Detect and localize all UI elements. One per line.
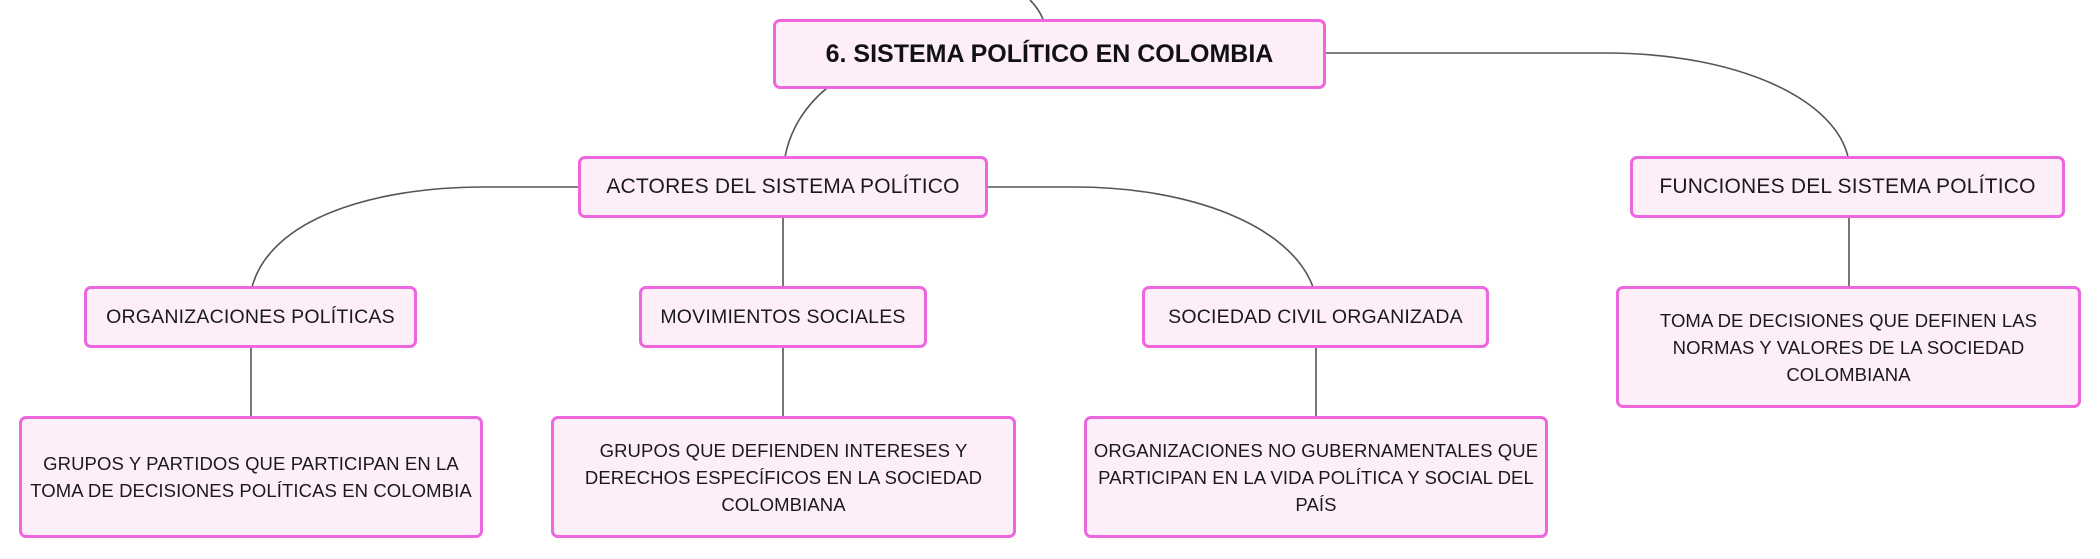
connector-parent-to-root (1029, 0, 1044, 20)
actores-node[interactable]: ACTORES DEL SISTEMA POLÍTICO (578, 156, 988, 218)
movimientos-description-text: GRUPOS QUE DEFIENDEN INTERESES Y DERECHO… (584, 439, 983, 515)
movimientos-node[interactable]: MOVIMIENTOS SOCIALES (639, 286, 927, 348)
root-node-label: 6. SISTEMA POLÍTICO EN COLOMBIA (825, 39, 1274, 68)
movimientos-description-node[interactable]: GRUPOS QUE DEFIENDEN INTERESES Y DERECHO… (551, 416, 1016, 538)
funciones-description-node[interactable]: TOMA DE DECISIONES QUE DEFINEN LAS NORMA… (1616, 286, 2081, 408)
connector-root-to-actores (784, 87, 828, 158)
sociedad-civil-node[interactable]: SOCIEDAD CIVIL ORGANIZADA (1142, 286, 1489, 348)
funciones-node-label: FUNCIONES DEL SISTEMA POLÍTICO (1659, 175, 2036, 198)
sociedad-civil-description-node[interactable]: ORGANIZACIONES NO GUBERNAMENTALES QUE PA… (1084, 416, 1548, 538)
funciones-node[interactable]: FUNCIONES DEL SISTEMA POLÍTICO (1630, 156, 2065, 218)
organizaciones-description-text: GRUPOS Y PARTIDOS QUE PARTICIPAN EN LA T… (30, 453, 472, 501)
funciones-description-text: TOMA DE DECISIONES QUE DEFINEN LAS NORMA… (1659, 309, 2038, 385)
root-node[interactable]: 6. SISTEMA POLÍTICO EN COLOMBIA (773, 19, 1326, 89)
movimientos-node-label: MOVIMIENTOS SOCIALES (660, 305, 906, 328)
organizaciones-node[interactable]: ORGANIZACIONES POLÍTICAS (84, 286, 417, 348)
sociedad-civil-node-label: SOCIEDAD CIVIL ORGANIZADA (1168, 305, 1463, 328)
organizaciones-description-node[interactable]: GRUPOS Y PARTIDOS QUE PARTICIPAN EN LA T… (19, 416, 483, 538)
sociedad-civil-description-text: ORGANIZACIONES NO GUBERNAMENTALES QUE PA… (1093, 439, 1539, 515)
connector-actores-to-organizaciones (251, 186, 579, 288)
organizaciones-node-label: ORGANIZACIONES POLÍTICAS (106, 305, 395, 328)
actores-node-label: ACTORES DEL SISTEMA POLÍTICO (606, 175, 960, 198)
connector-root-to-funciones (1325, 52, 1849, 158)
connector-actores-to-sociedad (987, 186, 1314, 288)
